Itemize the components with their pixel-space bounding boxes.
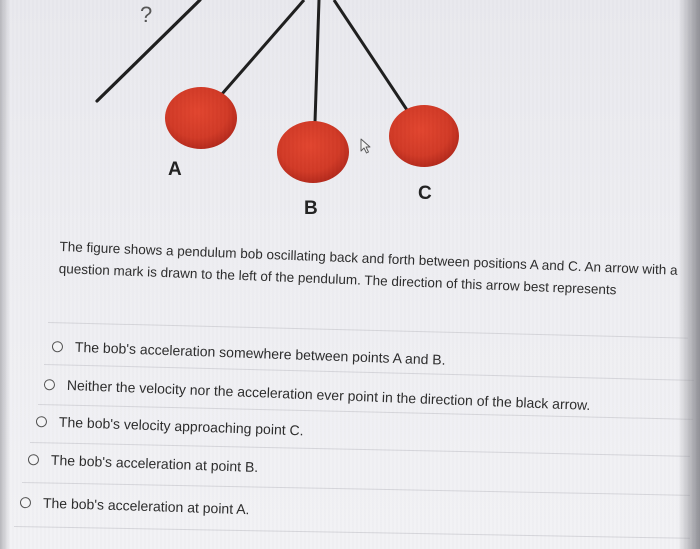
label-c: C [418,183,432,204]
option-label: The bob's acceleration at point B. [50,451,259,476]
option-label: The bob's acceleration at point A. [42,494,250,518]
radio-button[interactable] [27,453,40,465]
option-label: Neither the velocity nor the acceleratio… [66,376,591,413]
option-2[interactable]: Neither the velocity nor the acceleratio… [43,376,591,413]
monitor-bezel-right [678,0,700,549]
radio-button[interactable] [35,415,48,427]
radio-button[interactable] [51,340,64,352]
string-b [313,0,321,123]
label-b: B [304,198,318,219]
option-5[interactable]: The bob's acceleration at point A. [19,494,250,518]
pendulum-bob-a [165,87,237,149]
question-mark-label: ? [140,2,152,27]
question-arrow-line [95,0,202,103]
pendulum-bob-b [277,121,349,183]
string-a [220,0,306,95]
radio-button[interactable] [43,378,56,390]
divider [21,482,690,496]
mouse-cursor-icon [360,138,371,154]
divider [47,322,688,339]
option-4[interactable]: The bob's acceleration at point B. [27,451,259,476]
option-3[interactable]: The bob's velocity approaching point C. [35,413,304,439]
option-label: The bob's acceleration somewhere between… [74,338,446,368]
divider [43,364,694,381]
monitor-bezel-left [0,0,10,549]
option-1[interactable]: The bob's acceleration somewhere between… [51,338,446,368]
radio-button[interactable] [19,496,32,508]
label-a: A [168,159,182,180]
divider [13,526,690,539]
string-c [332,0,409,111]
pendulum-bob-c [389,105,459,167]
option-label: The bob's velocity approaching point C. [58,413,304,439]
pendulum-figure: ? A B C [95,0,459,219]
